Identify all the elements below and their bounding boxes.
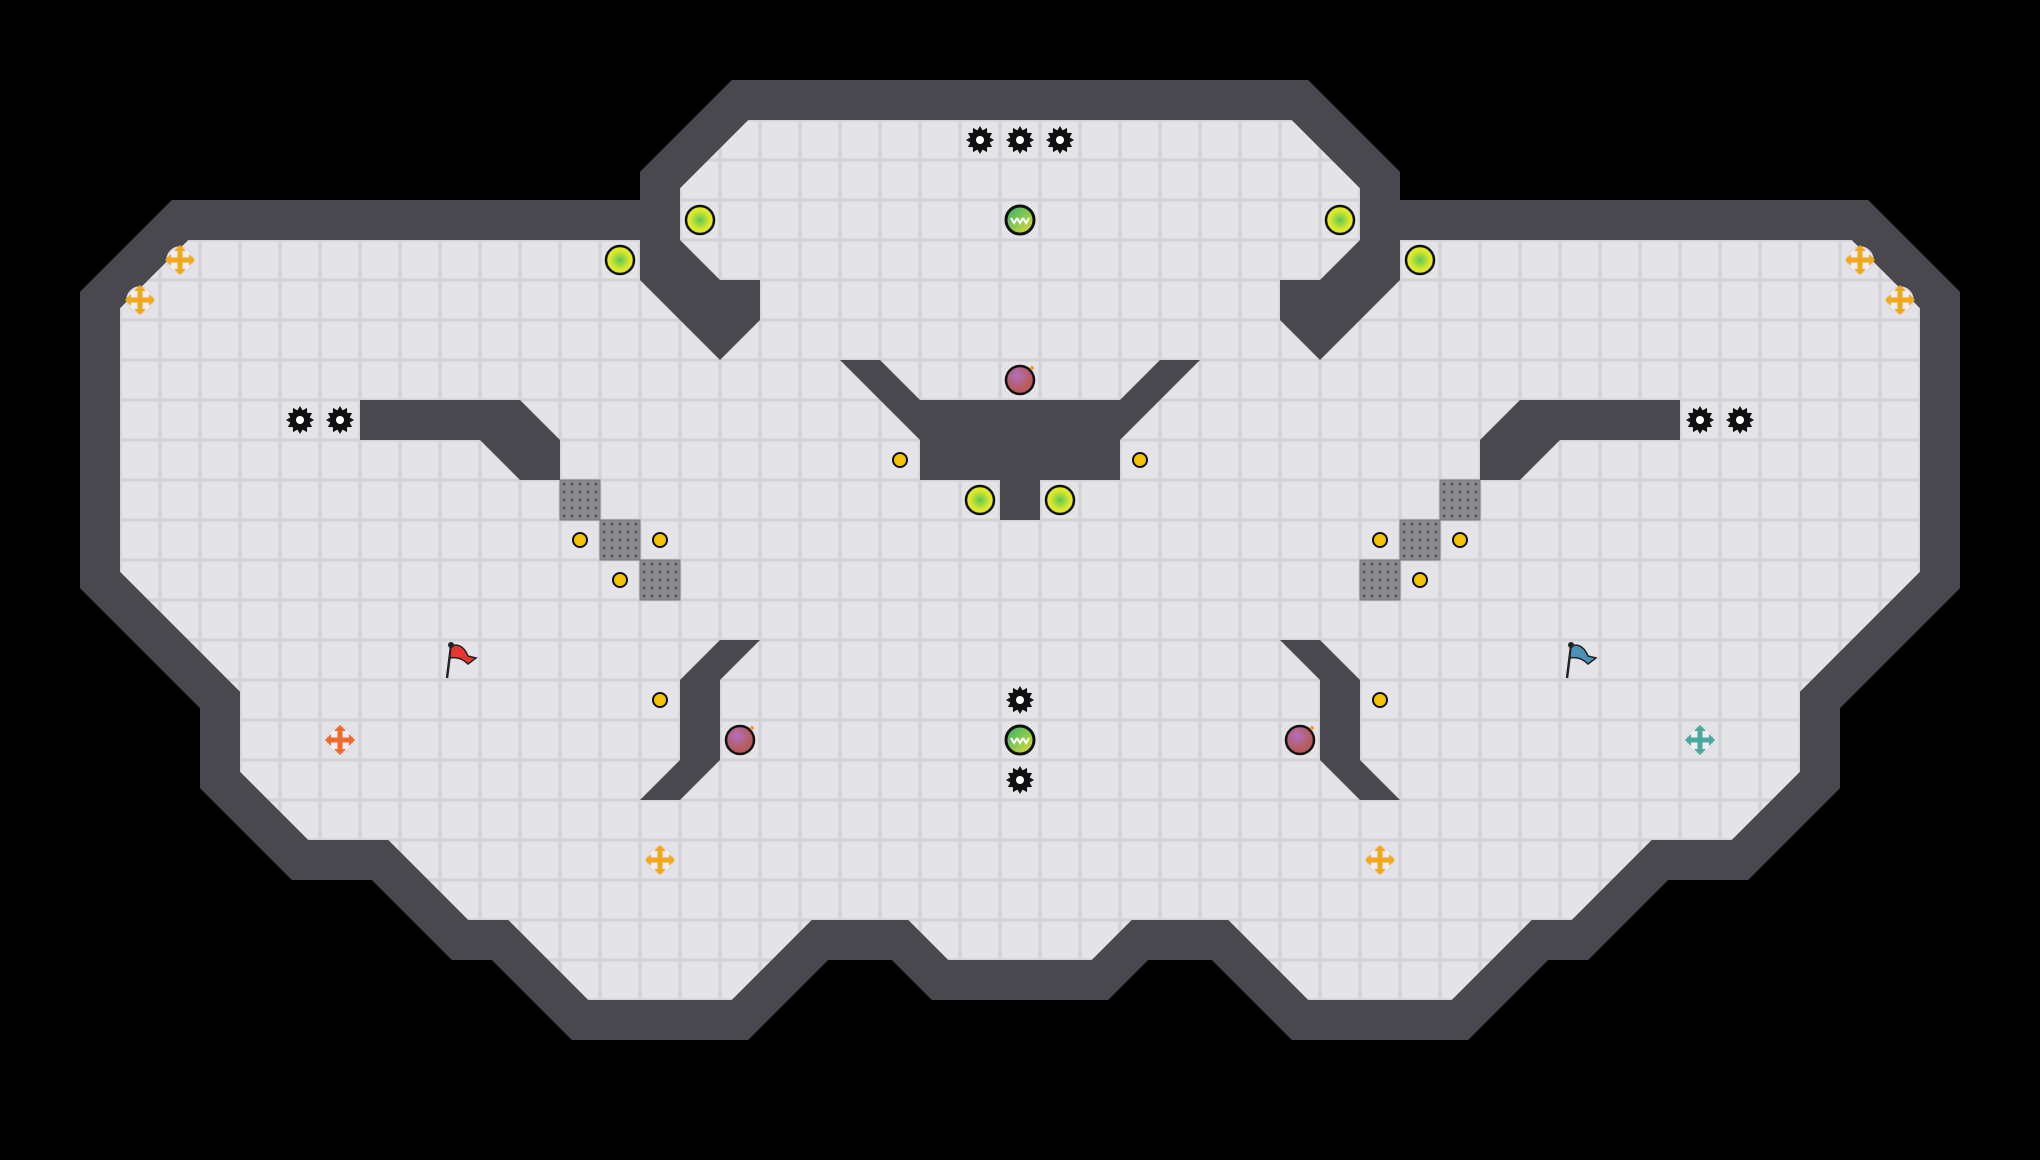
dot-icon [892,452,908,468]
neutral-pad-icon [1044,484,1076,516]
spike-icon [1726,406,1754,434]
lower-right-bracket-wall [1280,640,1400,800]
spike-icon [1006,126,1034,154]
bomb-icon [1004,364,1036,396]
bomb-icon [724,724,756,756]
dot-icon [1412,572,1428,588]
plus-yellow-icon [1885,285,1915,315]
center-t-wall [840,360,1200,520]
dot-icon [1372,532,1388,548]
red-flag-icon [445,642,478,679]
neutral-pad-icon [1404,244,1436,276]
neutral-pad-icon [1324,204,1356,236]
blue-flag-icon [1565,642,1598,679]
neutral-pad-icon [604,244,636,276]
floor-area [100,100,1940,1020]
neutral-pad-icon [964,484,996,516]
spike-icon [1006,766,1034,794]
dot-icon [652,532,668,548]
left-arm-wall [360,400,560,480]
plus-teal-icon [1685,725,1715,755]
grate-tile [1399,519,1441,561]
spike-icon [1046,126,1074,154]
boost-icon [1004,724,1036,756]
walls [80,80,1960,1040]
spike-icon [1686,406,1714,434]
floor [100,100,1940,1020]
plus-orange-icon [325,725,355,755]
lower-left-bracket-wall [640,640,760,800]
top-right-wedge-wall [1280,200,1400,360]
boost-icon [1004,204,1036,236]
outer-wall [80,80,1960,1040]
entities [125,126,1915,875]
grate-tile [559,479,601,521]
spike-icon [286,406,314,434]
dot-icon [1452,532,1468,548]
right-arm-wall [1480,400,1680,480]
dot-icon [1372,692,1388,708]
plus-yellow-icon [125,285,155,315]
plus-yellow-icon [645,845,675,875]
spike-icon [966,126,994,154]
plus-yellow-icon [1365,845,1395,875]
plus-yellow-icon [1845,245,1875,275]
top-left-wedge-wall [640,200,760,360]
bomb-icon [1284,724,1316,756]
plus-yellow-icon [165,245,195,275]
grate-tile [1359,559,1401,601]
grate-tile [639,559,681,601]
dot-icon [1132,452,1148,468]
spike-icon [326,406,354,434]
grate-tile [599,519,641,561]
spike-icon [1006,686,1034,714]
dot-icon [612,572,628,588]
neutral-pad-icon [684,204,716,236]
grate-tile [1439,479,1481,521]
dot-icon [652,692,668,708]
dot-icon [572,532,588,548]
